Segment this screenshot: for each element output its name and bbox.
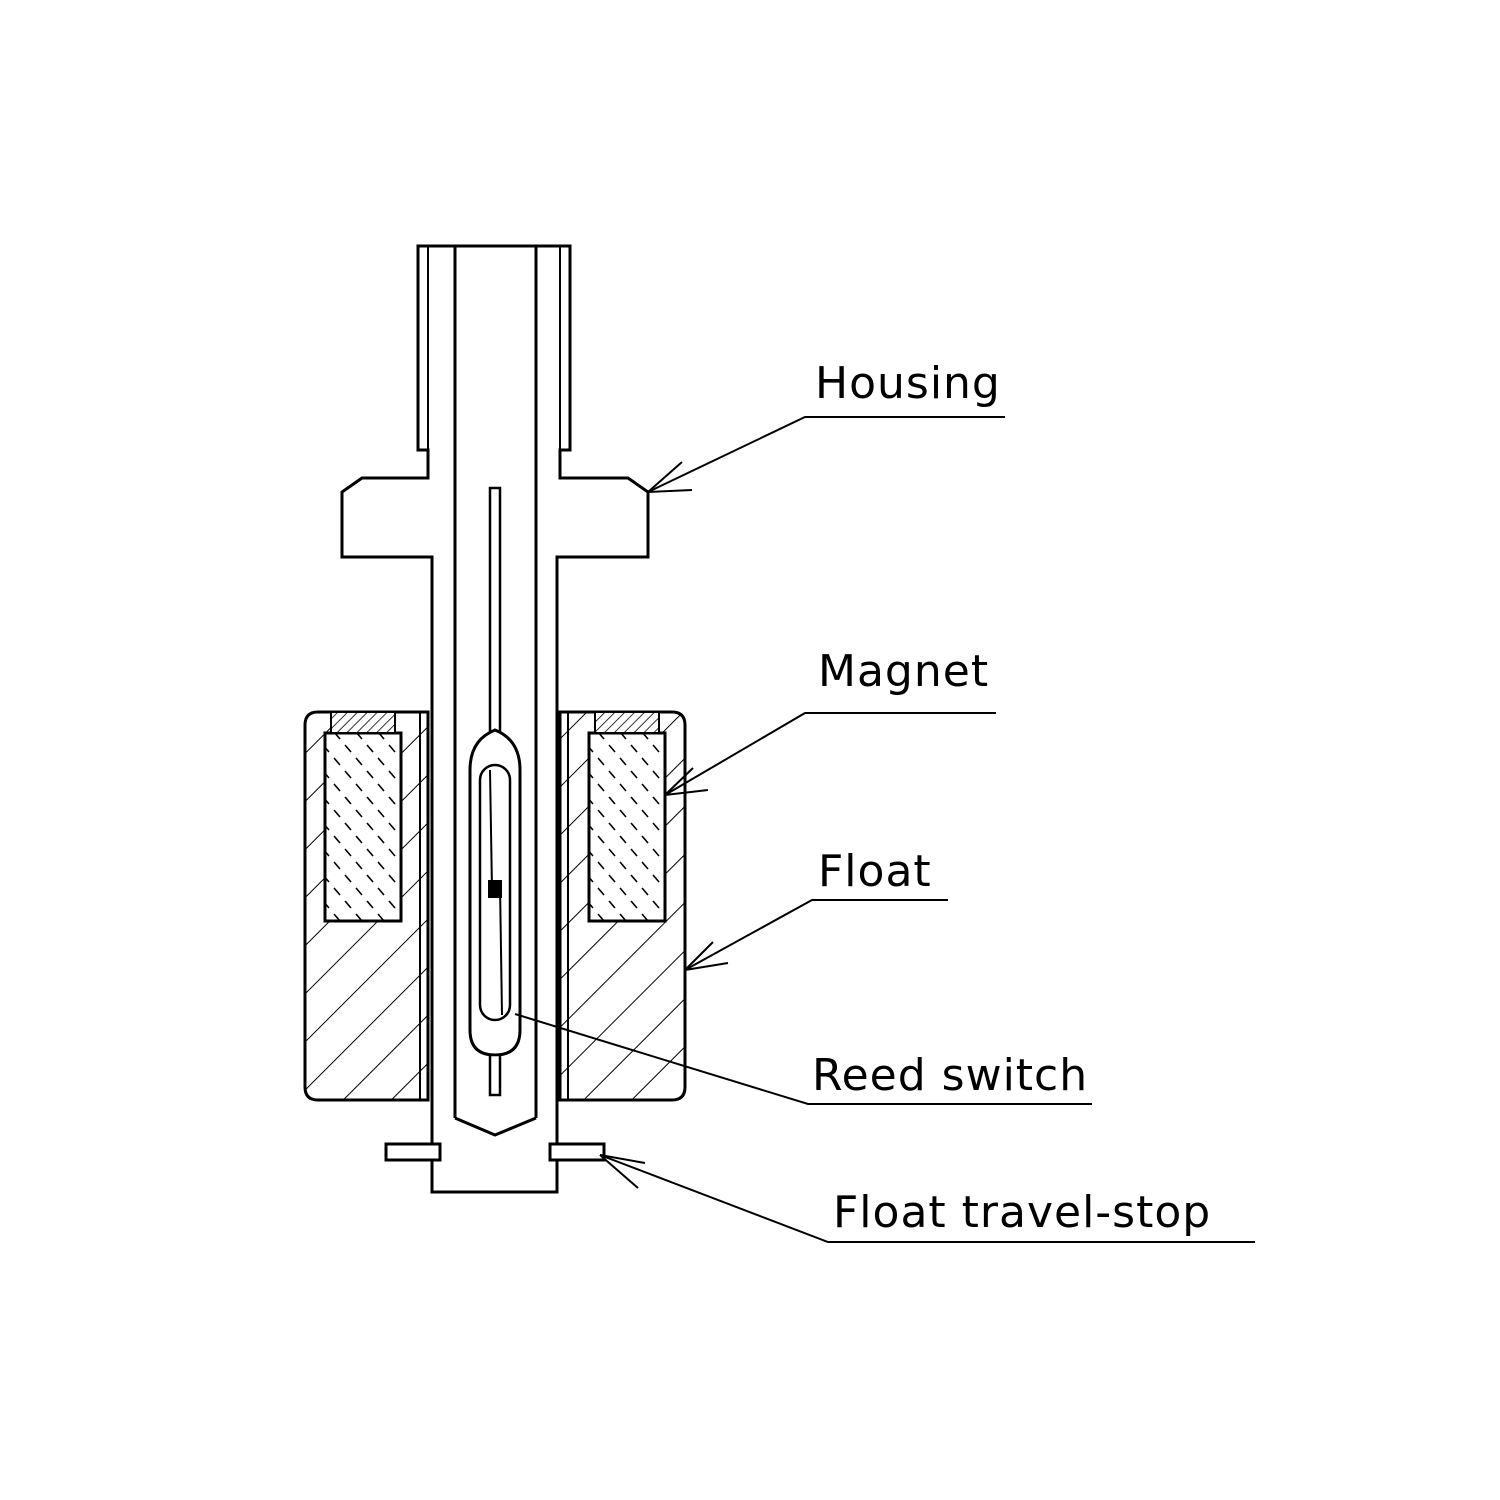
label-float: Float <box>818 846 932 897</box>
leader-lines <box>514 416 1255 1243</box>
label-float-travel-stop: Float travel-stop <box>833 1187 1211 1238</box>
float-travel-stop <box>384 1142 606 1162</box>
label-reed-switch: Reed switch <box>812 1050 1088 1101</box>
label-housing: Housing <box>815 358 1001 409</box>
magnet-left <box>323 711 403 923</box>
label-magnet: Magnet <box>818 646 989 697</box>
magnet-right <box>587 711 667 923</box>
housing <box>340 244 650 1194</box>
reed-switch <box>468 486 522 1097</box>
